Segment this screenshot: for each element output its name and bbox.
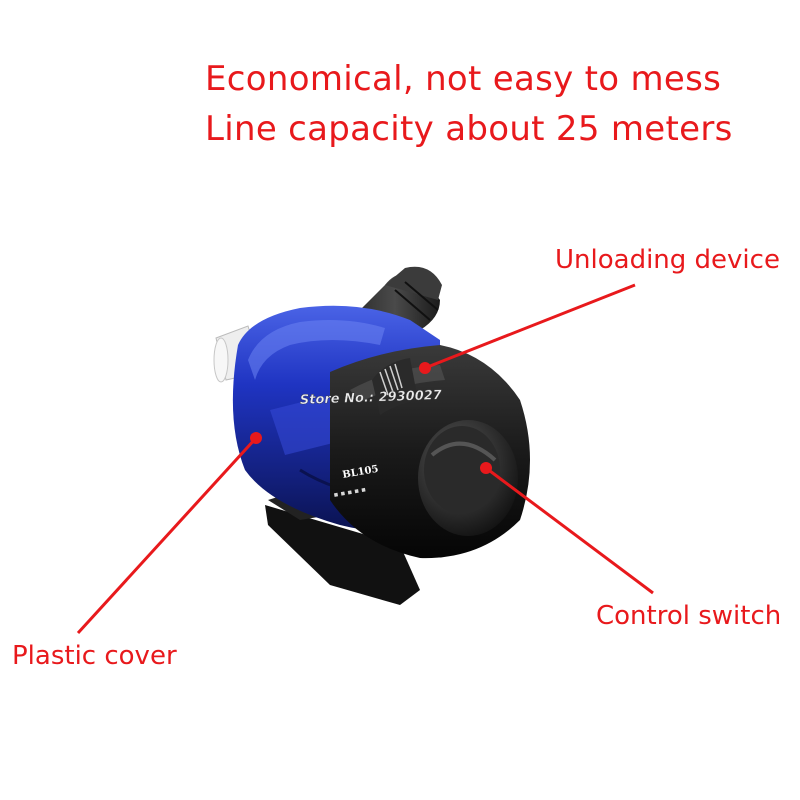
reel-foot bbox=[265, 505, 420, 605]
store-watermark: Store No.: 2930027 bbox=[300, 388, 443, 408]
unloading-device bbox=[372, 358, 418, 415]
headline-line-2: Line capacity about 25 meters bbox=[205, 109, 733, 149]
label-unloading-device: Unloading device bbox=[555, 245, 780, 275]
label-control-switch: Control switch bbox=[596, 601, 782, 631]
leader-control bbox=[485, 466, 654, 595]
headline-line-1: Economical, not easy to mess bbox=[205, 59, 722, 99]
label-plastic-cover: Plastic cover bbox=[12, 641, 177, 671]
leader-unloading bbox=[424, 283, 636, 370]
leader-plastic bbox=[76, 436, 258, 635]
